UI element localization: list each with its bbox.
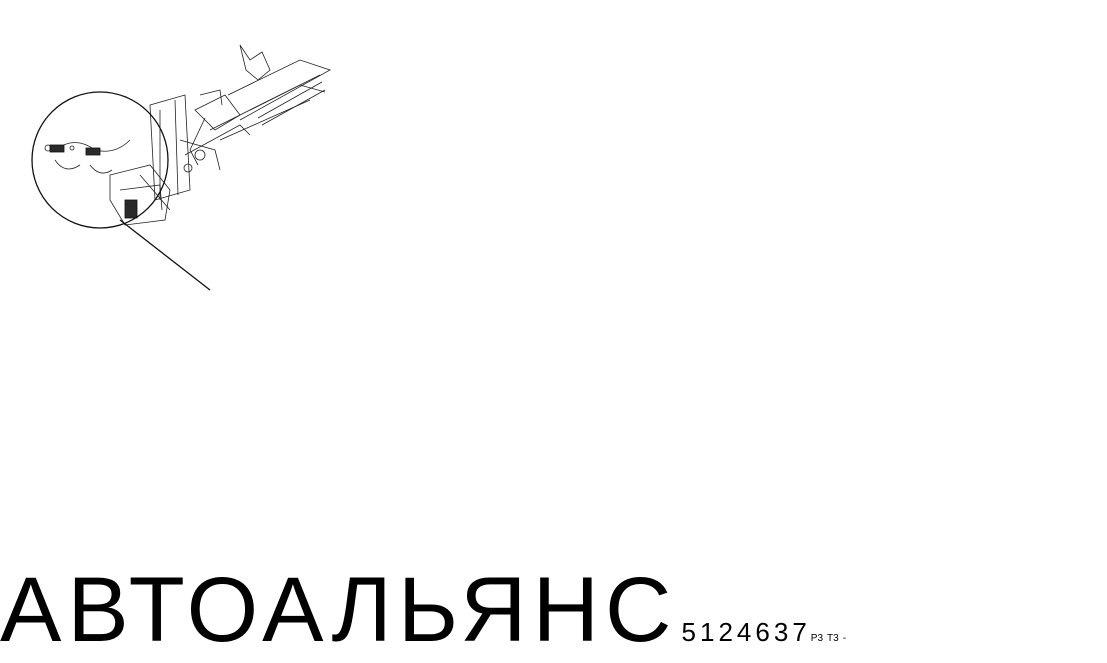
tractor-frame-drawing [109, 44, 331, 226]
callout-1: 1 [699, 617, 715, 647]
return-mark-label: Т3 [827, 633, 839, 644]
pressure-mark-label: Р3 [810, 633, 824, 644]
callout-6: 6 [755, 617, 770, 647]
watermark-text: АВТОАЛЬЯНС [0, 559, 678, 661]
callout-3: 3 [773, 617, 789, 647]
detail-view-circle [31, 91, 211, 291]
callout-7: 7 [792, 617, 807, 647]
hose-mark-label: - [842, 633, 847, 644]
callout-2: 2 [718, 617, 733, 647]
callout-5: 5 [681, 617, 696, 647]
diagram-canvas [31, 44, 331, 291]
callout-4: 4 [736, 617, 752, 647]
parts-diagram [31, 44, 331, 291]
